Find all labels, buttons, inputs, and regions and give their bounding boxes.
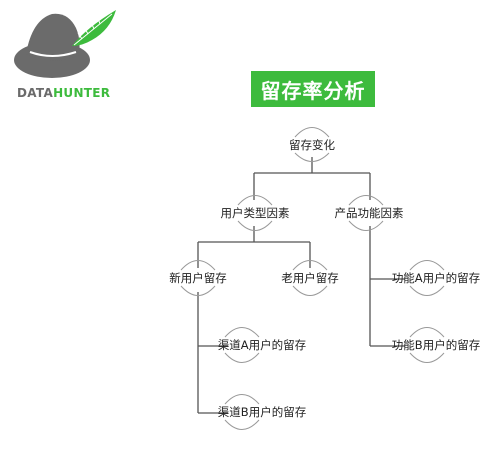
node-arc [409,327,445,338]
node-root: 留存变化 [289,138,335,152]
node-feature-b: 功能B用户的留存 [391,338,481,352]
node-arc [237,195,273,206]
node-feature-a: 功能A用户的留存 [391,271,481,285]
node-user-type: 用户类型因素 [220,206,290,220]
node-product-feature: 产品功能因素 [334,206,404,220]
node-arc [409,352,445,363]
logo-text-hunter: HUNTER [53,86,111,100]
node-arc [292,285,328,296]
node-arc [224,327,260,338]
node-arc [294,152,330,162]
node-channel-a: 渠道A用户的留存 [217,338,307,352]
logo-text-data: DATA [17,86,54,100]
datahunter-logo [14,10,116,78]
node-arc [409,260,445,271]
node-arc [224,394,260,405]
node-new-user: 新用户留存 [169,271,227,285]
logo-wordmark: DATAHUNTER [17,86,110,100]
node-arc [180,285,216,296]
hat-crown-icon [26,13,80,61]
diagram-title: 留存率分析 [251,71,375,107]
node-arc [292,260,328,271]
node-old-user: 老用户留存 [281,271,339,285]
node-arc [224,419,260,430]
node-arc [237,220,273,231]
node-arc [348,220,384,231]
node-arc [348,195,384,206]
node-channel-b: 渠道B用户的留存 [217,405,307,419]
node-arc [294,127,330,138]
node-arc [409,285,445,296]
node-arc [180,260,216,271]
node-arc [224,352,260,363]
